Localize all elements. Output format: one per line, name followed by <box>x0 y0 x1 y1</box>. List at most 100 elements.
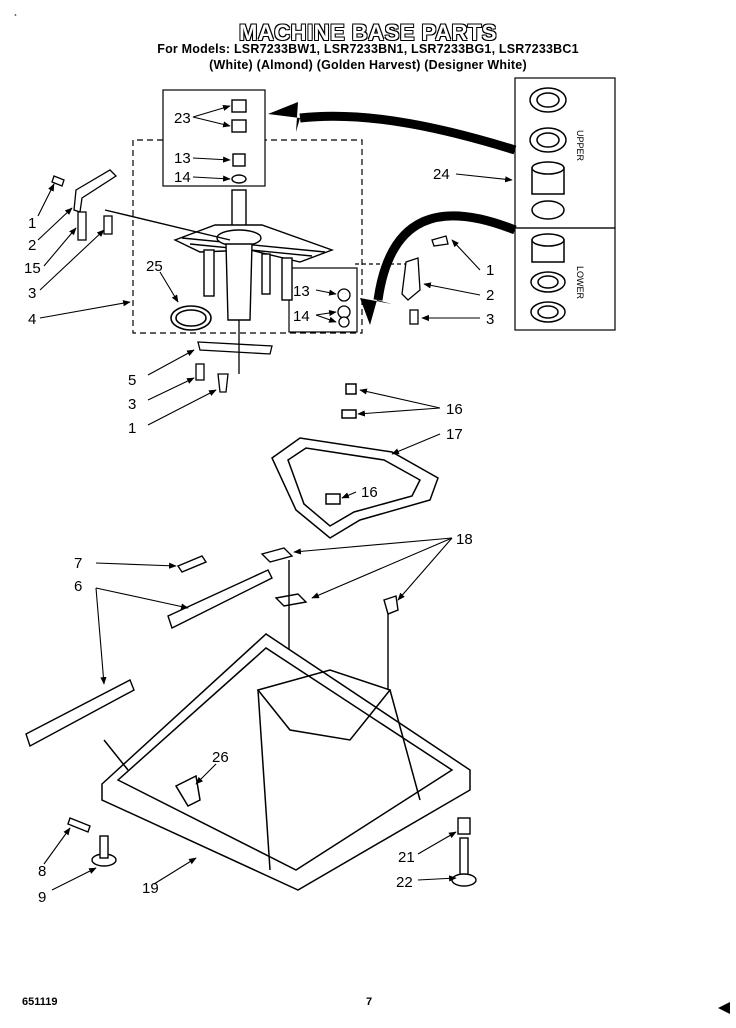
callout-24: 24 <box>433 166 450 183</box>
tab-16-a <box>345 383 357 395</box>
callout-3-right: 3 <box>486 311 494 328</box>
lower-ring-1-inner <box>537 275 559 289</box>
callout-14-upper: 14 <box>174 169 191 186</box>
part-14-lower-b <box>338 316 350 328</box>
gearcase-assembly <box>104 189 335 321</box>
corner-triangle <box>718 1002 730 1014</box>
foot-9-stem <box>99 835 109 859</box>
colors-line: (White) (Almond) (Golden Harvest) (Desig… <box>209 58 527 72</box>
part-8 <box>67 817 91 833</box>
left-hardware <box>51 169 118 241</box>
corner-mark: ¸ <box>14 6 18 17</box>
callout-5: 5 <box>128 372 136 389</box>
guide-line <box>104 209 231 241</box>
feet <box>67 817 477 887</box>
leader-3c <box>147 377 195 401</box>
base-outline <box>101 633 471 891</box>
part-13-lower <box>337 288 351 302</box>
leader-25 <box>159 271 179 303</box>
leader-18c <box>397 537 453 601</box>
rail-6-lower <box>25 679 135 748</box>
lower-big-arrowhead <box>360 298 392 325</box>
page-title: MACHINE BASE PARTS <box>239 20 497 45</box>
lower-ring-2-inner <box>537 305 559 319</box>
center-post <box>225 243 253 321</box>
leader-16b <box>357 407 441 417</box>
left-screw-1 <box>51 175 65 187</box>
clip-18-a <box>260 547 294 563</box>
callout-1-right: 1 <box>486 262 494 279</box>
left-bracket-2 <box>73 169 118 213</box>
plate-line-1 <box>181 237 326 253</box>
leader-14c <box>315 314 337 323</box>
box-4-assembly <box>132 139 363 334</box>
callout-2-right: 2 <box>486 287 494 304</box>
leader-1b <box>451 239 481 271</box>
leader-6a <box>95 587 189 610</box>
callout-15: 15 <box>24 260 41 277</box>
leader-13b <box>315 289 337 296</box>
base-inner <box>116 647 454 871</box>
frame-inner <box>287 447 421 527</box>
callout-4: 4 <box>28 311 36 328</box>
callout-8: 8 <box>38 863 46 880</box>
spring-3-lower <box>195 363 205 381</box>
leader-4 <box>39 300 131 319</box>
callout-14-lower: 14 <box>293 308 310 325</box>
callout-6: 6 <box>74 578 82 595</box>
leader-17 <box>391 433 441 455</box>
leader-1c <box>147 389 217 426</box>
leader-22 <box>417 875 457 882</box>
rail-6-upper <box>167 569 273 629</box>
bushing-stack-lower <box>337 288 351 328</box>
box-24-lower <box>514 227 616 331</box>
screw-1-lower <box>217 373 229 393</box>
models-line: For Models: LSR7233BW1, LSR7233BN1, LSR7… <box>157 42 579 56</box>
frame-outer <box>271 437 439 539</box>
part-26 <box>174 774 201 807</box>
part-7 <box>176 555 208 573</box>
callout-21: 21 <box>398 849 415 866</box>
leader-23b <box>192 116 231 128</box>
leader-5 <box>147 349 195 376</box>
callout-13-upper: 13 <box>174 150 191 167</box>
upper-ring-1-inner <box>536 92 560 108</box>
part-23-bottom <box>231 119 247 133</box>
callout-1-bottom: 1 <box>128 420 136 437</box>
leveling-screw <box>459 837 469 877</box>
leader-21 <box>417 831 457 855</box>
left-spring-15 <box>77 211 87 241</box>
callout-22: 22 <box>396 874 413 891</box>
callout-23: 23 <box>174 110 191 127</box>
leader-26 <box>195 763 217 785</box>
leg-left <box>203 249 215 297</box>
part-14-lower-a <box>337 305 351 319</box>
leader-6b <box>95 587 107 685</box>
left-spring-3 <box>103 215 113 235</box>
right-spring-3 <box>409 309 419 325</box>
upper-ring-3 <box>531 200 565 220</box>
leader-14b <box>315 309 337 317</box>
callout-3-bottom: 3 <box>128 396 136 413</box>
upper-bushing-top <box>531 161 565 175</box>
support-leg-2 <box>389 689 421 801</box>
callout-1-left: 1 <box>28 215 36 232</box>
part-13-upper <box>232 153 246 167</box>
leader-3a <box>39 229 105 291</box>
bearing-set-24 <box>529 87 567 323</box>
leader-14a <box>192 175 231 182</box>
right-hardware <box>355 235 449 325</box>
callout-13-lower: 13 <box>293 283 310 300</box>
callout-18: 18 <box>456 531 473 548</box>
doc-number: 651119 <box>22 996 58 1008</box>
frame-17 <box>271 383 439 539</box>
shaft <box>231 189 247 231</box>
tub-support <box>256 669 392 741</box>
leader-1a <box>37 183 55 217</box>
upper-label: UPPER <box>575 130 585 162</box>
upper-big-arrowhead <box>268 102 300 132</box>
leader-23a <box>192 105 231 118</box>
leader-24 <box>455 173 513 183</box>
leader-2a <box>37 207 73 241</box>
leader-16a <box>359 388 441 409</box>
